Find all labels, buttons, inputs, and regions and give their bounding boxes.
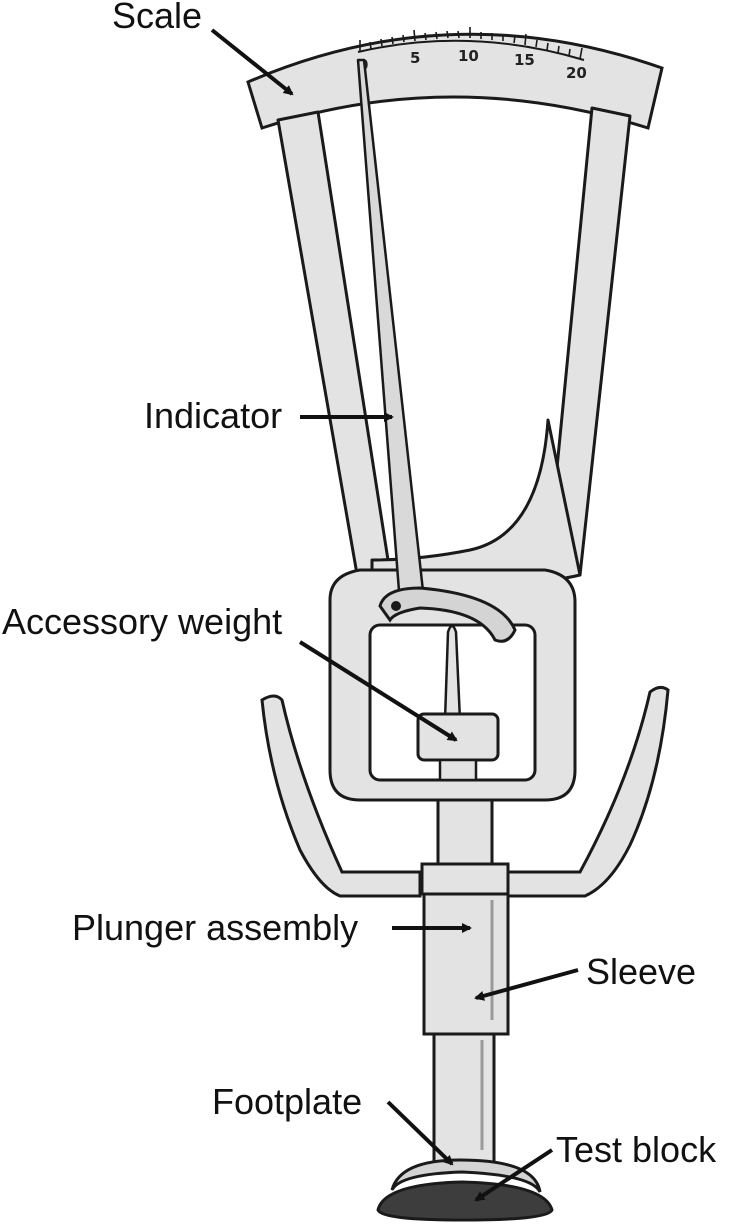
scale-tick-10: 10	[458, 47, 479, 65]
sleeve-arrow	[474, 968, 579, 1001]
scale-tick-20: 20	[566, 64, 587, 82]
scale-tick-5: 5	[410, 49, 420, 67]
sleeve-body	[422, 892, 510, 1036]
footplate	[390, 1158, 542, 1193]
footplate-label: Footplate	[212, 1081, 363, 1122]
scale-arrow	[210, 28, 294, 96]
plunger-shaft-lower	[432, 1032, 496, 1166]
footplate-arrow	[386, 1100, 454, 1166]
accessory-weight-arrow	[298, 640, 458, 742]
scale-label: Scale	[112, 0, 203, 36]
accessory-weight-collar	[438, 758, 478, 782]
scale-ticks	[359, 27, 583, 60]
plunger-shaft-upper	[436, 798, 494, 866]
sleeve-label: Sleeve	[586, 951, 697, 992]
leader-arrows	[210, 28, 579, 1202]
scale-tick-baseline	[357, 39, 585, 61]
test-block-label: Test block	[556, 1129, 717, 1170]
indicator-pivot-pin	[391, 601, 401, 611]
accessory-weight	[416, 712, 500, 762]
accessory-weight-label: Accessory weight	[2, 601, 283, 642]
test-block-arrow	[474, 1148, 554, 1202]
scale-tick-15: 15	[514, 51, 535, 69]
test-block	[376, 1180, 554, 1222]
plunger-collar	[420, 862, 510, 896]
indicator-label: Indicator	[144, 395, 283, 436]
holder-left-wing	[260, 694, 422, 898]
plunger-assembly-label: Plunger assembly	[72, 907, 359, 948]
indicator-pivot-arc	[378, 586, 517, 643]
plunger-rod-tip	[443, 624, 462, 722]
